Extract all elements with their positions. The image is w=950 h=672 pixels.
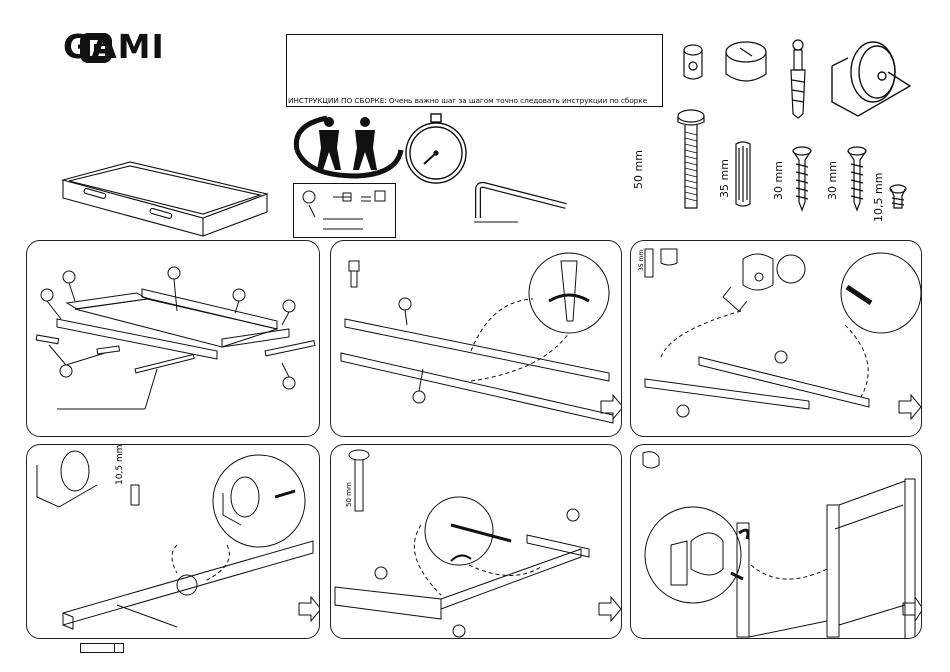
step-2-drawing — [331, 241, 622, 437]
step-4-panel: 10,5 mm — [26, 444, 320, 639]
step-6-drawing — [631, 445, 922, 639]
wood-screw-b-icon — [846, 146, 868, 212]
tools-icon — [293, 183, 396, 238]
caster-wheel-icon — [828, 36, 914, 118]
cam-bolt-icon — [676, 42, 710, 88]
step-4-drawing: 10,5 mm — [27, 445, 320, 639]
screw-b-length-label: 30 mm — [826, 161, 839, 200]
next-step-arrow-icon — [601, 395, 622, 419]
connector-dowel-icon — [786, 38, 810, 120]
two-person-icon — [287, 110, 407, 182]
long-bolt-icon — [676, 108, 706, 212]
screw-a-length-label: 30 mm — [772, 161, 785, 200]
brand-logo: GAMI — [63, 29, 165, 65]
page-number-tag-divider — [114, 643, 115, 653]
step-3-panel: 35 mm — [630, 240, 922, 437]
step-3-drawing: 35 mm — [631, 241, 922, 437]
step-2-panel — [330, 240, 622, 437]
step-5-drawing: 50 mm — [331, 445, 622, 639]
short-screw-icon — [888, 184, 908, 212]
wood-screw-a-icon — [791, 146, 813, 212]
stopwatch-icon — [403, 108, 473, 188]
allen-key-icon — [470, 178, 575, 228]
step-6-panel — [630, 444, 922, 639]
cam-lock-icon — [720, 38, 772, 94]
step-1-panel — [26, 240, 320, 437]
instructions-text: ИНСТРУКЦИИ ПО СБОРКЕ: Очень важно шаг за… — [288, 96, 664, 105]
step4-screw-label: 10,5 mm — [115, 445, 125, 485]
dowel-length-label: 35 mm — [718, 159, 731, 198]
short-screw-length-label: 10,5 mm — [872, 173, 885, 222]
step5-bolt-label: 50 mm — [345, 482, 353, 507]
wood-dowel-icon — [733, 140, 753, 208]
step3-dowel-label: 35 mm — [638, 250, 645, 271]
bolt-length-label: 50 mm — [632, 150, 645, 189]
step-5-panel: 50 mm — [330, 444, 622, 639]
step-1-drawing — [27, 241, 320, 437]
product-overview-drawing — [55, 150, 275, 240]
page-number-tag — [80, 643, 124, 653]
